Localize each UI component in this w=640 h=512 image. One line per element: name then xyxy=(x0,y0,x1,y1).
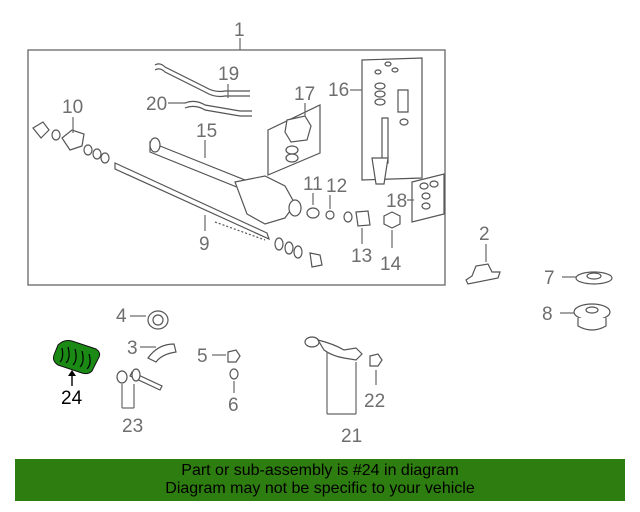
callout-5[interactable]: 5 xyxy=(197,346,208,367)
part-7-mount-cushion xyxy=(575,271,613,285)
part-6-pin xyxy=(229,368,239,380)
part-15-gear-housing xyxy=(149,137,302,225)
part-22-castle-nut xyxy=(369,353,383,367)
callout-16[interactable]: 16 xyxy=(328,80,349,101)
part-17-box xyxy=(267,104,321,176)
callout-21[interactable]: 21 xyxy=(341,426,362,447)
callout-24[interactable]: 24 xyxy=(61,388,83,409)
callout-8[interactable]: 8 xyxy=(542,304,553,325)
callout-6[interactable]: 6 xyxy=(228,395,239,416)
callout-15[interactable]: 15 xyxy=(196,121,217,142)
part-10-seal-set xyxy=(32,121,110,164)
callout-2[interactable]: 2 xyxy=(479,224,490,245)
callout-7[interactable]: 7 xyxy=(544,268,555,289)
callout-14[interactable]: 14 xyxy=(380,254,402,275)
part-5-nut xyxy=(227,349,241,363)
part-23-tie-rod-end xyxy=(116,368,163,391)
arrowhead-24 xyxy=(68,370,76,376)
callout-13[interactable]: 13 xyxy=(351,246,372,267)
part-18-seals xyxy=(419,180,439,210)
part-18-box xyxy=(411,173,445,223)
part-8-mount-bushing xyxy=(573,303,611,331)
part-16-pinion xyxy=(371,61,409,185)
callout-20[interactable]: 20 xyxy=(146,94,167,115)
parts-diagram: 1 10 19 20 15 9 xyxy=(27,20,613,447)
callout-9[interactable]: 9 xyxy=(199,234,210,255)
part-24-bellows-boot[interactable] xyxy=(53,340,101,375)
callout-4[interactable]: 4 xyxy=(116,306,127,327)
part-9-rack xyxy=(114,162,323,268)
part-4-bushing xyxy=(147,310,169,330)
assembly-frame xyxy=(27,49,446,286)
part-17-valve xyxy=(284,115,312,163)
part-11-12-13-14 xyxy=(306,207,401,229)
callout-12[interactable]: 12 xyxy=(326,176,347,197)
part-19-feed-pipe xyxy=(154,63,252,117)
part-3-clamp xyxy=(147,343,177,363)
part-2-bracket xyxy=(465,263,501,285)
callout-22[interactable]: 22 xyxy=(364,391,385,412)
part-21-outer-tie-rod xyxy=(304,336,363,361)
callout-18[interactable]: 18 xyxy=(386,191,407,212)
callout-23[interactable]: 23 xyxy=(122,416,143,437)
callout-10[interactable]: 10 xyxy=(62,97,83,118)
callout-11[interactable]: 11 xyxy=(303,174,323,195)
banner-line-1: Part or sub-assembly is #24 in diagram xyxy=(181,462,459,479)
callout-3[interactable]: 3 xyxy=(127,338,138,359)
banner-line-2: Diagram may not be specific to your vehi… xyxy=(165,480,475,497)
callout-1[interactable]: 1 xyxy=(234,20,245,41)
info-banner: Part or sub-assembly is #24 in diagram D… xyxy=(15,459,625,501)
callout-19[interactable]: 19 xyxy=(218,64,239,85)
callout-17[interactable]: 17 xyxy=(294,84,315,105)
part-16-box xyxy=(361,57,423,181)
